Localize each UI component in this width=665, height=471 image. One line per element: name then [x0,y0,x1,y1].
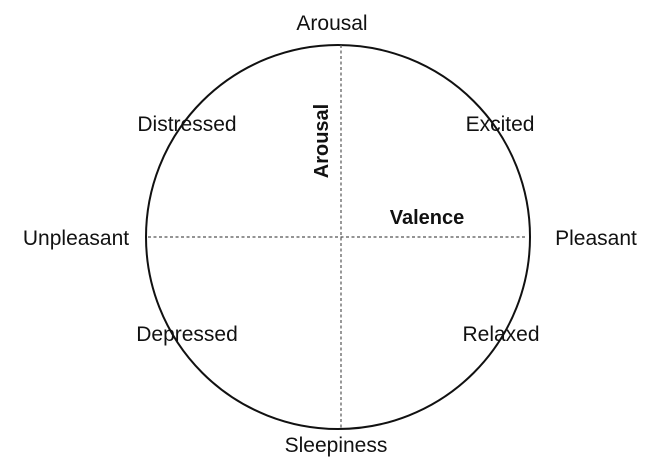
pole-label-top: Arousal [296,12,367,35]
horizontal-axis-title: Valence [390,207,465,229]
quadrant-label-bottom-left: Depressed [136,323,238,346]
emotion-circle [145,44,531,430]
pole-label-left: Unpleasant [23,227,129,250]
pole-label-right: Pleasant [555,227,637,250]
quadrant-label-bottom-right: Relaxed [462,323,539,346]
pole-label-bottom: Sleepiness [285,434,388,457]
quadrant-label-top-right: Excited [466,113,535,136]
quadrant-label-top-left: Distressed [137,113,236,136]
vertical-axis-title: Arousal [311,104,333,178]
